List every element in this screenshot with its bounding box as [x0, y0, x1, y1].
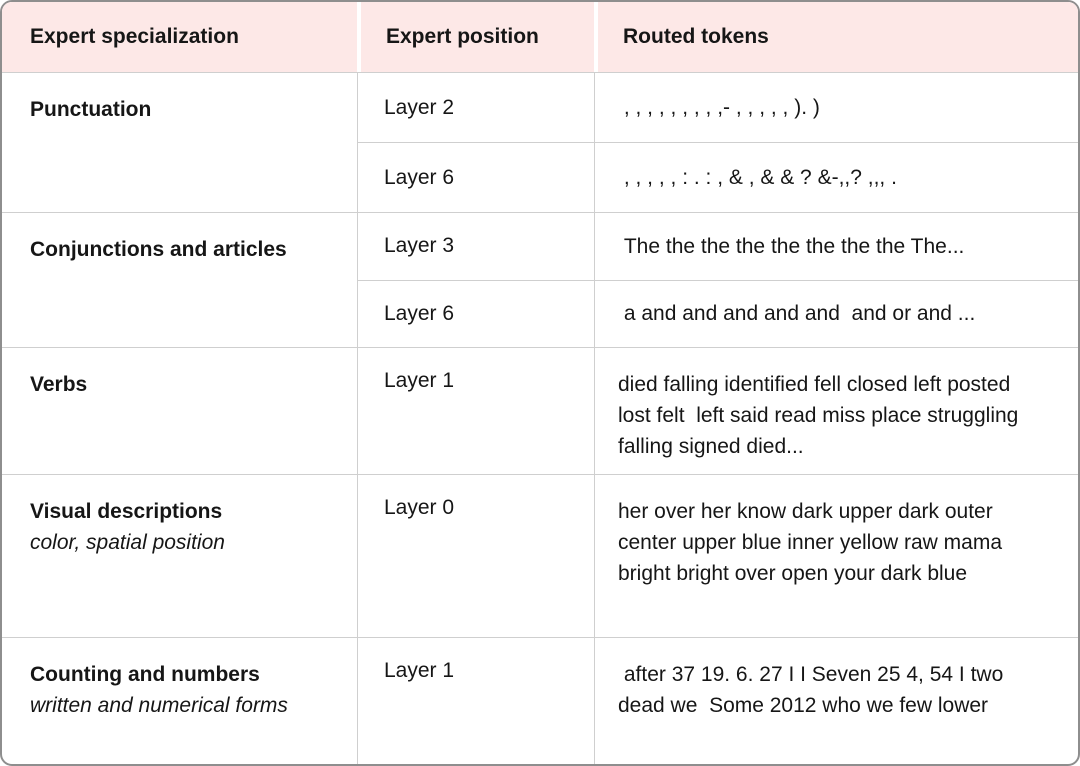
layer-cell: Layer 3 [357, 213, 594, 280]
specialization-title: Visual descriptions [30, 500, 223, 523]
specialization-subtitle: color, spatial position [30, 531, 225, 554]
specialization-title: Verbs [30, 373, 88, 396]
specialization-cell: Punctuation [2, 73, 357, 212]
row-group-visual-descriptions: Visual descriptions color, spatial posit… [2, 474, 1078, 637]
specialization-title: Counting and numbers [30, 663, 260, 686]
specialization-title: Punctuation [30, 98, 152, 121]
specialization-cell: Counting and numbers written and numeric… [2, 638, 357, 764]
tokens-cell: , , , , , , , , ,- , , , , , ). ) [594, 73, 1078, 142]
layer-cell: Layer 1 [357, 348, 594, 474]
tokens-cell: , , , , , : . : , & , & & ? &-,,? ,,, . [594, 142, 1078, 212]
tokens-cell: after 37 19. 6. 27 I I Seven 25 4, 54 I … [594, 638, 1078, 764]
tokens-cell: died falling identified fell closed left… [594, 348, 1078, 474]
row-group-verbs: Verbs Layer 1 died falling identified fe… [2, 347, 1078, 474]
specialization-subtitle: written and numerical forms [30, 694, 288, 717]
tokens-cell: a and and and and and and or and ... [594, 279, 1078, 347]
row-group-counting-numbers: Counting and numbers written and numeric… [2, 637, 1078, 764]
layer-cell: Layer 2 [357, 73, 594, 142]
specialization-cell: Verbs [2, 348, 357, 474]
row-group-punctuation: Punctuation Layer 2 , , , , , , , , ,- ,… [2, 72, 1078, 212]
tokens-cell: The the the the the the the the The... [594, 213, 1078, 280]
header-cell-routed-tokens: Routed tokens [594, 2, 1078, 72]
tokens-cell: her over her know dark upper dark outer … [594, 475, 1078, 637]
layer-cell: Layer 6 [357, 279, 594, 347]
specialization-cell: Visual descriptions color, spatial posit… [2, 475, 357, 637]
layer-cell: Layer 6 [357, 142, 594, 212]
row-group-conjunctions-articles: Conjunctions and articles Layer 3 The th… [2, 212, 1078, 347]
layer-cell: Layer 0 [357, 475, 594, 637]
layer-cell: Layer 1 [357, 638, 594, 764]
table-header-row: Expert specialization Expert position Ro… [2, 2, 1078, 72]
header-cell-expert-position: Expert position [357, 2, 594, 72]
specialization-title: Conjunctions and articles [30, 238, 287, 261]
header-cell-expert-specialization: Expert specialization [2, 2, 357, 72]
specialization-cell: Conjunctions and articles [2, 213, 357, 347]
